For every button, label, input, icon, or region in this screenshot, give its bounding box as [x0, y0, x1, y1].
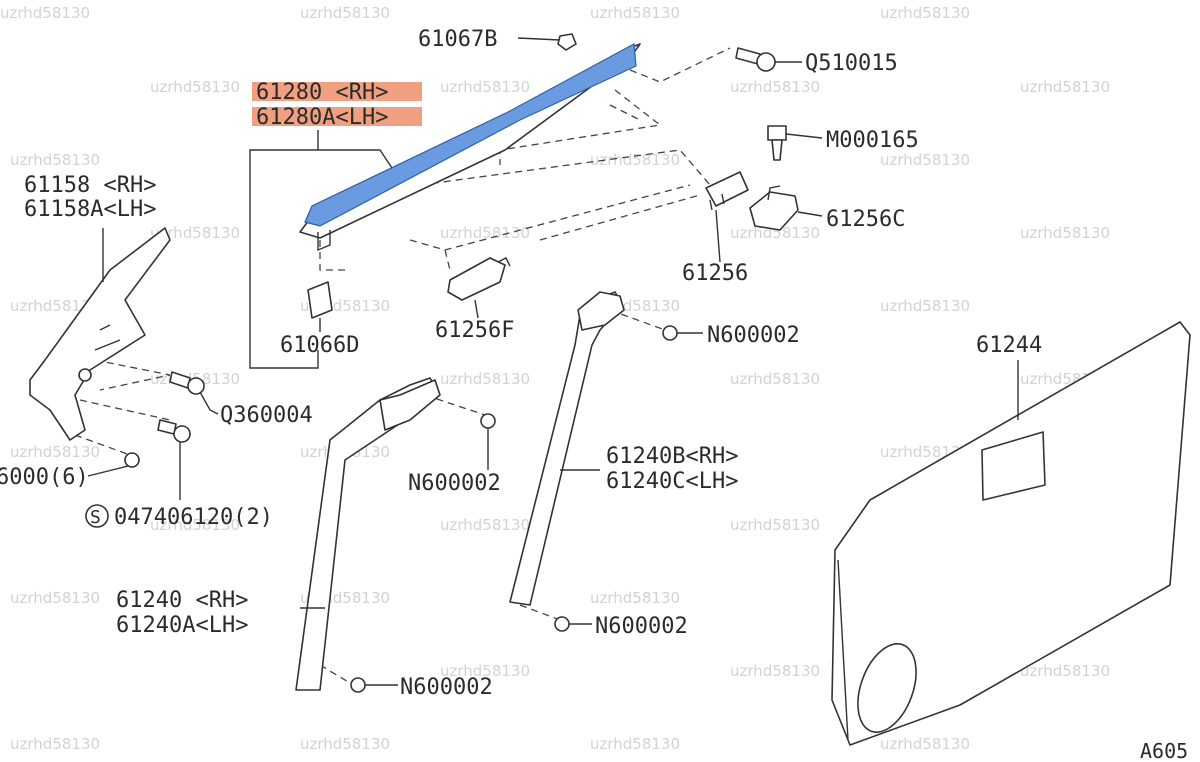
watermark: uzrhd58130	[300, 4, 390, 22]
watermark: uzrhd58130	[440, 370, 530, 388]
watermark: uzrhd58130	[730, 370, 820, 388]
part-label-047406120: 047406120(2)	[114, 505, 273, 530]
nut-N600002	[480, 413, 496, 470]
glass-run-channel-61280	[299, 43, 641, 252]
part-label-61066D: 61066D	[280, 333, 359, 358]
part-label-61244: 61244	[976, 333, 1042, 358]
part-label-61158A-lh: 61158A<LH>	[24, 197, 156, 222]
bolt-Q360004	[169, 371, 219, 415]
sealing-screen-61244	[831, 321, 1191, 746]
watermark: uzrhd58130	[150, 78, 240, 96]
part-label-61240A-lh: 61240A<LH>	[116, 613, 248, 638]
part-label-61256F: 61256F	[435, 318, 514, 343]
s-symbol-badge: S	[85, 504, 109, 528]
watermark: uzrhd58130	[0, 4, 90, 22]
watermark: uzrhd58130	[880, 735, 970, 753]
watermark: uzrhd58130	[10, 735, 100, 753]
watermark: uzrhd58130	[10, 589, 100, 607]
part-label-61256C: 61256C	[826, 207, 905, 232]
part-label-61240C-lh: 61240C<LH>	[606, 469, 738, 494]
watermark: uzrhd58130	[1020, 662, 1110, 680]
watermark-layer: uzrhd58130 uzrhd58130 uzrhd58130 uzrhd58…	[0, 4, 1110, 753]
watermark: uzrhd58130	[590, 4, 680, 22]
part-label-Q510015: Q510015	[805, 51, 898, 76]
label-highlight	[252, 107, 422, 126]
watermark: uzrhd58130	[300, 735, 390, 753]
rear-sash-61240	[295, 377, 441, 691]
nut-N600002	[554, 616, 592, 632]
part-label-61280A-lh: 61280A<LH>	[256, 105, 388, 130]
watermark: uzrhd58130	[590, 735, 680, 753]
watermark: uzrhd58130	[440, 662, 530, 680]
part-label-61067B: 61067B	[418, 27, 497, 52]
bolt-Q510015	[735, 47, 802, 72]
part-label-61256: 61256	[682, 261, 748, 286]
screw-047406120	[157, 419, 191, 500]
label-highlight	[252, 82, 422, 101]
part-label-61280-rh: 61280 <RH>	[256, 80, 388, 105]
watermark: uzrhd58130	[10, 151, 100, 169]
nut-N600002	[350, 677, 398, 693]
nut-N600002	[662, 325, 703, 341]
watermark: uzrhd58130	[730, 224, 820, 242]
watermark: uzrhd58130	[10, 297, 100, 315]
watermark: uzrhd58130	[440, 78, 530, 96]
watermark: uzrhd58130	[1020, 78, 1110, 96]
front-sash-61158	[29, 227, 171, 441]
clip-61067B	[517, 33, 577, 51]
watermark: uzrhd58130	[590, 589, 680, 607]
part-label-61158-rh: 61158 <RH>	[24, 173, 156, 198]
watermark: uzrhd58130	[880, 151, 970, 169]
watermark: uzrhd58130	[590, 151, 680, 169]
watermark: uzrhd58130	[880, 297, 970, 315]
part-label-61240B-rh: 61240B<RH>	[606, 444, 738, 469]
dashed-guide-lines	[74, 47, 731, 684]
s-symbol: S	[90, 507, 101, 528]
bolt-M000165	[767, 125, 823, 161]
holder-61256F	[447, 257, 511, 319]
watermark: uzrhd58130	[440, 224, 530, 242]
watermark: uzrhd58130	[730, 78, 820, 96]
highlighted-part	[304, 43, 637, 227]
clip-61256C	[749, 185, 823, 231]
watermark: uzrhd58130	[150, 516, 240, 534]
watermark: uzrhd58130	[1020, 224, 1110, 242]
watermark: uzrhd58130	[730, 516, 820, 534]
part-label-N600002: N600002	[595, 614, 688, 639]
rear-sash-61240B	[509, 291, 625, 606]
watermark: uzrhd58130	[880, 4, 970, 22]
part-label-Q360004: Q360004	[220, 403, 313, 428]
part-label-M000165: M000165	[826, 128, 919, 153]
nut-6000	[87, 452, 140, 477]
watermark: uzrhd58130	[730, 662, 820, 680]
part-label-6000: 6000(6)	[0, 465, 89, 490]
diagram-code: A605	[1140, 739, 1188, 762]
watermark: uzrhd58130	[10, 443, 100, 461]
part-label-N600002: N600002	[707, 323, 800, 348]
holder-61256	[705, 171, 749, 263]
clip-61066D	[307, 281, 333, 332]
watermark: uzrhd58130	[150, 224, 240, 242]
part-label-61240-rh: 61240 <RH>	[116, 588, 248, 613]
part-label-N600002: N600002	[408, 471, 501, 496]
part-label-N600002: N600002	[400, 675, 493, 700]
watermark: uzrhd58130	[440, 516, 530, 534]
